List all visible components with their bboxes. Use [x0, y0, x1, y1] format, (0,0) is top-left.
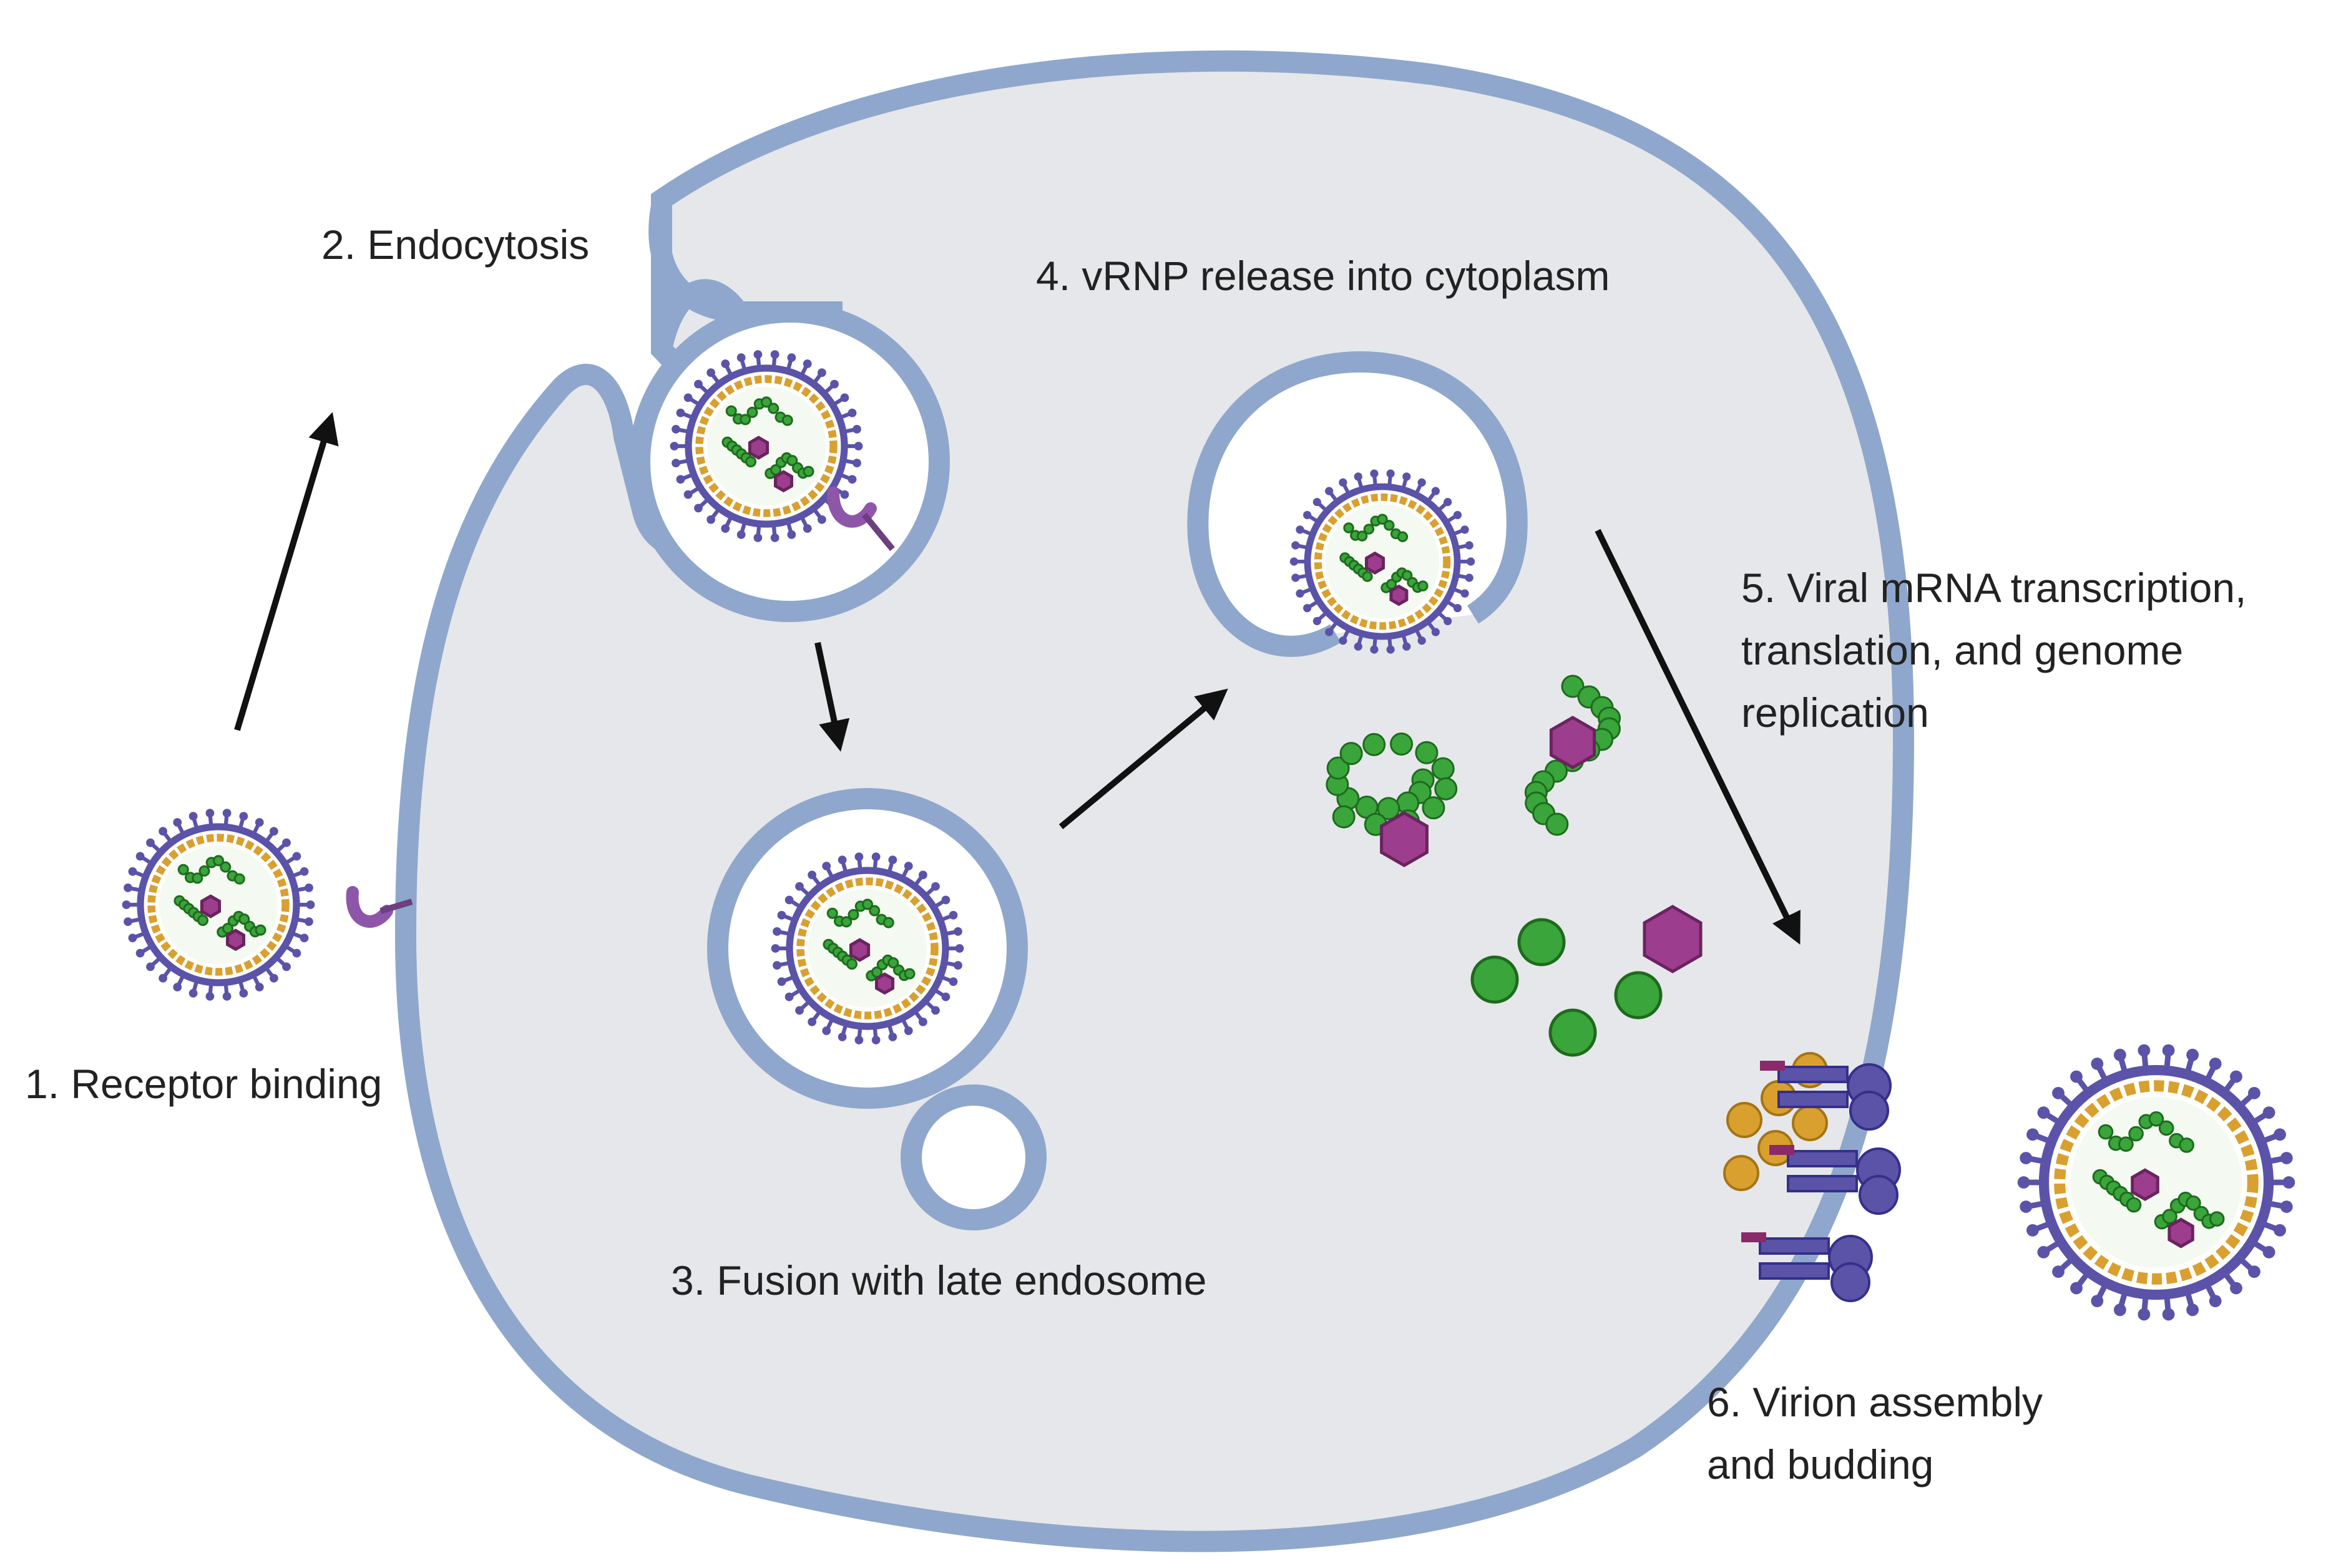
step-5-label-line-2: translation, and genome — [1741, 627, 2183, 673]
step-5-label-line-3: replication — [1741, 689, 1929, 736]
protein-hexagon-icon — [226, 928, 245, 952]
arrows — [234, 412, 1801, 945]
protein-hexagon-icon — [2167, 1217, 2194, 1249]
released-components — [1326, 674, 1703, 1057]
surface-glycoprotein-icon — [1741, 1232, 1873, 1302]
receptor-icon — [346, 886, 413, 928]
protein-hexagon-icon — [875, 972, 894, 995]
protein-hexagon-icon — [1389, 584, 1409, 606]
arrow-step2-to-step3 — [814, 641, 850, 752]
vrnp-hexagon-2-icon — [1549, 716, 1596, 769]
arrow-step3-to-step4 — [1058, 688, 1228, 829]
rna-chain-icon — [1326, 732, 1458, 836]
rna-chain-icon — [823, 898, 916, 981]
virion-step-4-icon — [1289, 469, 1475, 654]
step-2-label: 2. Endocytosis — [321, 222, 589, 268]
step-3-label: 3. Fusion with late endosome — [671, 1257, 1206, 1303]
protein-hexagon-icon — [748, 436, 770, 460]
nucleoprotein-4-icon — [1614, 971, 1663, 1020]
rna-chain-icon — [1339, 514, 1429, 593]
vrnp-hexagon-1-icon — [1380, 811, 1429, 867]
step-5-label-line-1: 5. Viral mRNA transcription, — [1741, 565, 2246, 611]
step-6-label-line-2: and budding — [1707, 1441, 1933, 1488]
surface-glycoprotein-icon — [1760, 1061, 1892, 1131]
step-6-label-line-1: 6. Virion assembly — [1707, 1379, 2043, 1425]
virion-step-1-icon — [122, 809, 315, 1001]
protein-hexagon-icon — [2131, 1168, 2159, 1201]
surface-glycoprotein-icon — [1769, 1145, 1901, 1215]
arrow-step1-to-step2 — [234, 412, 339, 731]
free-protein-hexagon-icon — [1643, 905, 1703, 973]
step-1-label: 1. Receptor binding — [25, 1061, 382, 1107]
receptor-icon-internalized — [827, 487, 895, 552]
nucleoprotein-2-icon — [1517, 918, 1566, 967]
step-4-label: 4. vRNP release into cytoplasm — [1036, 253, 1610, 299]
protein-hexagon-icon — [849, 938, 871, 962]
nucleoprotein-1-icon — [1470, 955, 1519, 1004]
virion-step-3-icon — [771, 852, 964, 1045]
protein-hexagon-icon — [200, 894, 222, 918]
rna-chain-icon — [173, 855, 266, 938]
protein-hexagon-icon — [774, 470, 793, 493]
arrow-step4-to-step6 — [1595, 528, 1801, 945]
virion-budded-icon — [2017, 1044, 2295, 1321]
rna-chain-icon — [2092, 1111, 2225, 1230]
budding-site — [1723, 1052, 1901, 1302]
protein-hexagon-icon — [1365, 551, 1385, 575]
nucleoprotein-3-icon — [1548, 1008, 1597, 1057]
rna-chain-icon — [721, 396, 814, 479]
